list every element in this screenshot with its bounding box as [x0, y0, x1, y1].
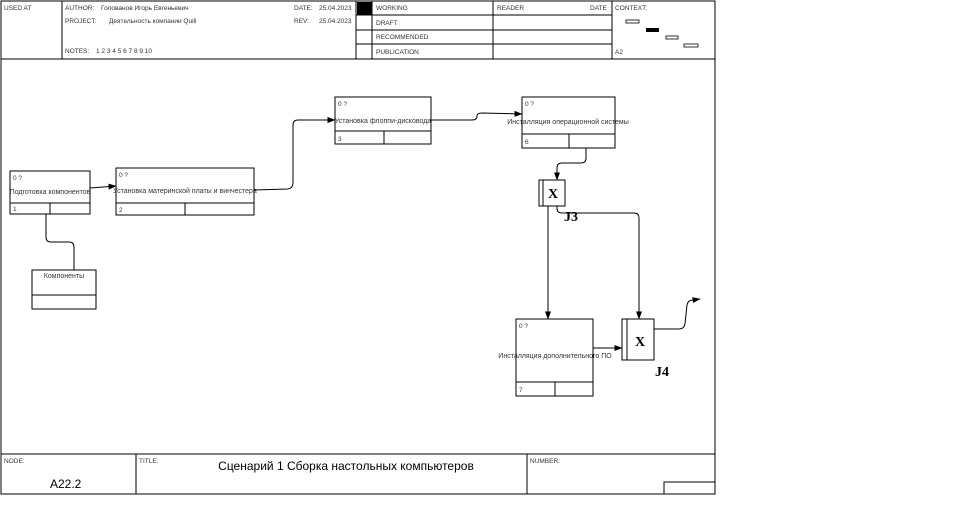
uob-label: Подготовка компонентов — [10, 189, 91, 196]
uob-label: Инсталляция операционной системы — [507, 118, 628, 126]
working-status-indicator — [357, 2, 372, 15]
uob-number: 2 — [119, 207, 123, 214]
rev-label: REV: — [294, 18, 309, 25]
context-thumbnail — [625, 19, 699, 48]
uob-ref: 0 ? — [338, 101, 347, 108]
uob-box-6[interactable]: 0 ? Инсталляция операционной системы 6 — [507, 96, 629, 149]
status-publication: PUBLICATION — [376, 49, 419, 56]
header-block: USED AT AUTHOR: Голованов Игорь Евгеньев… — [1, 1, 715, 60]
used-at-label: USED AT — [4, 5, 31, 12]
reader-date-label: DATE — [590, 5, 608, 12]
status-working: WORKING — [376, 5, 408, 12]
outer-frame — [0, 0, 716, 495]
link-2-to-3[interactable] — [253, 117, 336, 191]
uob-label: Установка флоппи-дисковода — [335, 118, 432, 125]
uob-label: Инсталляция дополнительного ПО — [498, 353, 612, 360]
project-label: PROJECT: — [65, 18, 97, 25]
uob-box-1[interactable]: 0 ? Подготовка компонентов 1 — [9, 170, 91, 215]
uob-box-2[interactable]: 0 ? Установка материнской платы и винчес… — [113, 167, 257, 216]
links — [45, 110, 701, 351]
notes-value: 1 2 3 4 5 6 7 8 9 10 — [96, 48, 152, 55]
link-1-to-referent — [45, 214, 75, 270]
uob-number: 7 — [519, 387, 523, 394]
date-label: DATE: — [294, 5, 313, 12]
uob-box-7[interactable]: 0 ? Инсталляция дополнительного ПО 7 — [498, 318, 612, 397]
rev-value: 25.04.2023 — [319, 18, 352, 25]
uob-ref: 0 ? — [13, 175, 22, 182]
referent-components[interactable]: Компоненты — [31, 269, 97, 310]
project-value: Деятельность компании Quill — [109, 18, 197, 25]
uob-number: 1 — [13, 206, 17, 213]
title-label: TITLE: — [139, 458, 159, 465]
uob-ref: 0 ? — [119, 172, 128, 179]
reader-label: READER — [497, 5, 524, 12]
junction-j4[interactable]: X J4 — [621, 318, 669, 380]
node-value: A22.2 — [50, 477, 82, 491]
date-value: 25.04.2023 — [319, 5, 352, 12]
link-1-to-2[interactable] — [89, 183, 117, 190]
uob-box-3[interactable]: 0 ? Установка флоппи-дисковода 3 — [334, 96, 432, 145]
uob-number: 6 — [525, 139, 529, 146]
uob-ref: 0 ? — [519, 323, 528, 330]
footer-block: NODE: A22.2 TITLE: Сценарий 1 Сборка нас… — [1, 453, 716, 495]
author-label: AUTHOR: — [65, 5, 94, 12]
link-j4-out[interactable] — [654, 297, 701, 330]
author-value: Голованов Игорь Евгеньевич — [101, 5, 189, 12]
number-label: NUMBER: — [530, 458, 560, 465]
status-recommended: RECOMMENDED — [376, 34, 429, 41]
junction-symbol: X — [635, 335, 645, 350]
node-label: NODE: — [4, 458, 25, 465]
uob-label: Установка материнской платы и винчестера — [113, 187, 257, 195]
junction-symbol: X — [548, 187, 558, 202]
link-6-to-j3[interactable] — [554, 148, 587, 181]
uob-number: 3 — [338, 136, 342, 143]
junction-label: J3 — [564, 210, 578, 225]
junction-j3[interactable]: X J3 — [538, 179, 578, 225]
context-label: CONTEXT: — [615, 5, 647, 12]
context-value: A2 — [615, 49, 623, 56]
link-j3-to-j4[interactable] — [556, 206, 642, 320]
notes-label: NOTES: — [65, 48, 89, 55]
status-draft: DRAFT — [376, 20, 398, 27]
link-3-to-6[interactable] — [431, 110, 523, 121]
junction-label: J4 — [655, 365, 669, 380]
diagram-title: Сценарий 1 Сборка настольных компьютеров — [218, 459, 474, 473]
referent-label: Компоненты — [44, 273, 84, 280]
uob-ref: 0 ? — [525, 101, 534, 108]
